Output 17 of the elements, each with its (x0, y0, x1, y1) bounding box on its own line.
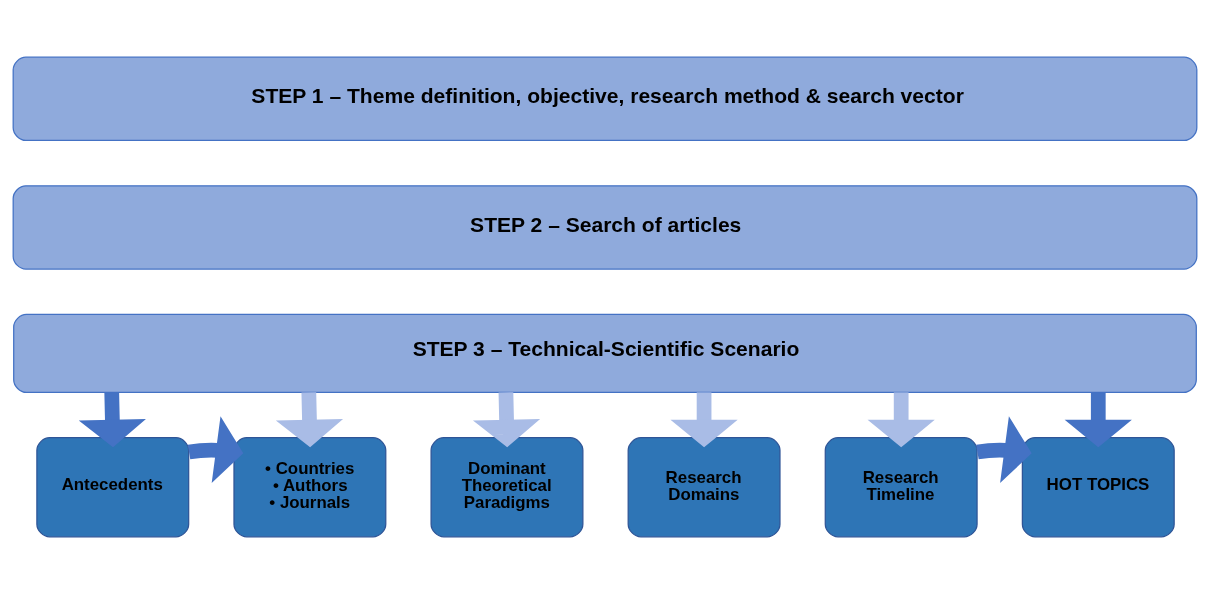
arrow (867, 392, 935, 448)
node-box: Research Domains (627, 437, 781, 538)
node-box: HOT TOPICS (1021, 437, 1175, 538)
arrow (187, 416, 244, 484)
node-box: • Countries • Authors • Journals (233, 437, 387, 538)
node-box: Dominant Theoretical Paradigms (430, 437, 584, 538)
node-box: Research Timeline (824, 437, 978, 538)
node-box: STEP 1 – Theme definition, objective, research method & search vector (12, 56, 1198, 142)
node-box: STEP 3 – Technical-Scientific Scenario (13, 313, 1197, 393)
arrow (976, 416, 1032, 484)
arrow (1064, 392, 1132, 448)
node-box: STEP 2 – Search of articles (12, 185, 1198, 270)
arrow (78, 392, 146, 448)
arrow (472, 392, 541, 448)
arrow (275, 392, 344, 448)
node-box: Antecedents (36, 437, 190, 538)
arrow (670, 392, 738, 448)
